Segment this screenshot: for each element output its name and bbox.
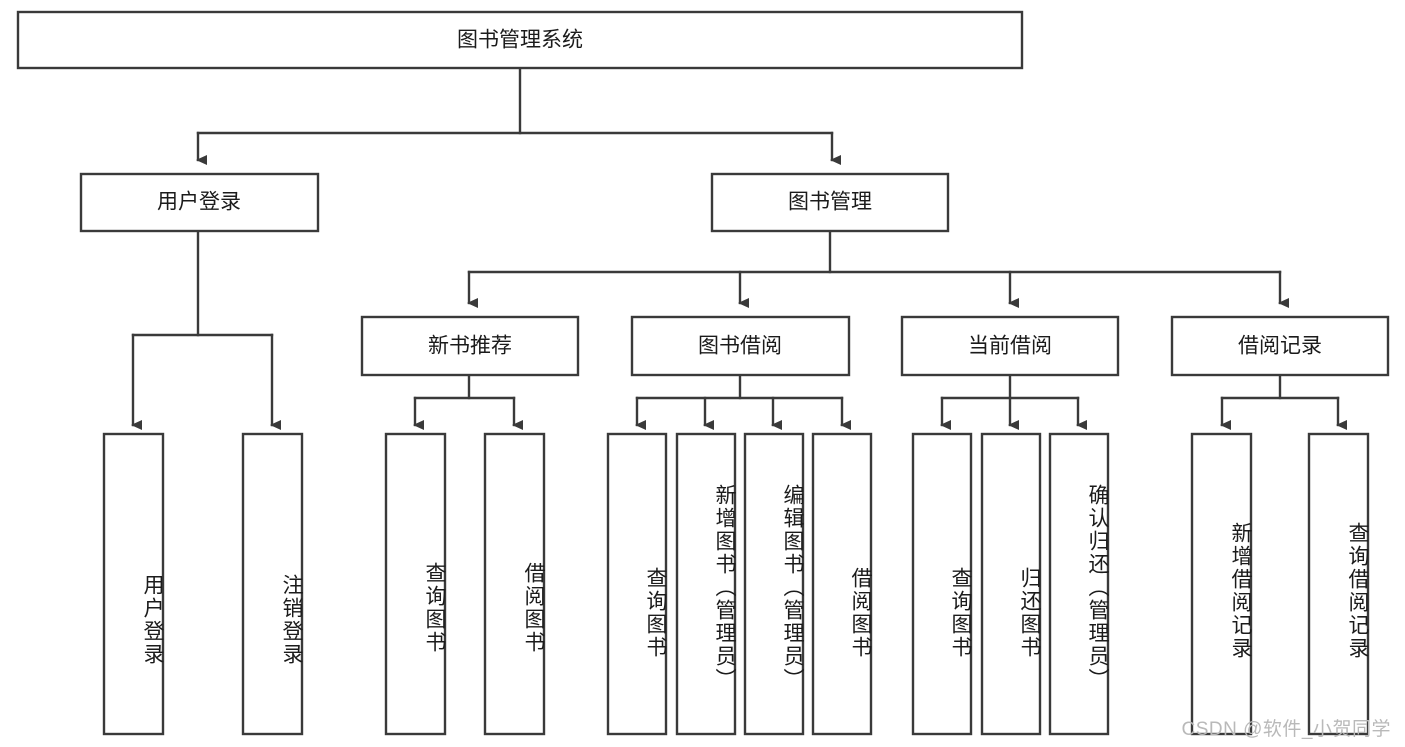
node-root-label: 图书管理系统 (457, 29, 583, 52)
node-level1-user-login[interactable] (79, 172, 320, 233)
node-level2-current-borrow-label: 当前借阅 (968, 335, 1052, 358)
node-leaf-borrow-book[interactable] (811, 432, 873, 736)
node-leaf-add-book-admin[interactable] (675, 432, 737, 736)
node-level2-new-book-recommend[interactable] (360, 315, 580, 377)
connector-bookmgmt-to-level2 (467, 229, 1289, 308)
node-level2-book-borrow-label: 图书借阅 (698, 335, 782, 358)
node-leaf-query-borrow-record[interactable] (1307, 432, 1370, 736)
connector-newbook-to-leaves (413, 373, 523, 430)
connector-borrow-to-leaves (635, 373, 851, 430)
node-level1-book-management-label: 图书管理 (788, 191, 872, 214)
node-leaf-user-login[interactable] (102, 432, 165, 736)
node-level2-current-borrow[interactable] (900, 315, 1120, 377)
watermark-text: CSDN @软件_小贺同学 (1181, 719, 1391, 740)
node-root-book-management-system[interactable] (16, 10, 1024, 70)
node-level1-user-login-label: 用户登录 (157, 191, 241, 214)
connector-record-to-leaves (1220, 373, 1347, 430)
connector-userlogin-to-leaves (131, 229, 281, 430)
node-leaf-query-book-current[interactable] (911, 432, 973, 736)
node-level1-book-management[interactable] (710, 172, 950, 233)
node-level2-borrow-record-label: 借阅记录 (1238, 335, 1322, 358)
node-leaf-confirm-return-admin[interactable] (1048, 432, 1110, 736)
node-leaf-edit-book-admin[interactable] (743, 432, 805, 736)
node-leaf-add-borrow-record[interactable] (1190, 432, 1253, 736)
node-leaf-query-book-recommend[interactable] (384, 432, 447, 736)
node-leaf-query-book-borrow[interactable] (606, 432, 668, 736)
connector-root-to-level1 (196, 66, 841, 165)
node-leaf-return-book[interactable] (980, 432, 1042, 736)
node-leaf-logout-login[interactable] (241, 432, 304, 736)
node-level2-new-book-recommend-label: 新书推荐 (428, 335, 512, 358)
node-level2-borrow-record[interactable] (1170, 315, 1390, 377)
node-level2-book-borrow[interactable] (630, 315, 851, 377)
connector-current-to-leaves (940, 373, 1087, 430)
node-leaf-borrow-book-recommend[interactable] (483, 432, 546, 736)
